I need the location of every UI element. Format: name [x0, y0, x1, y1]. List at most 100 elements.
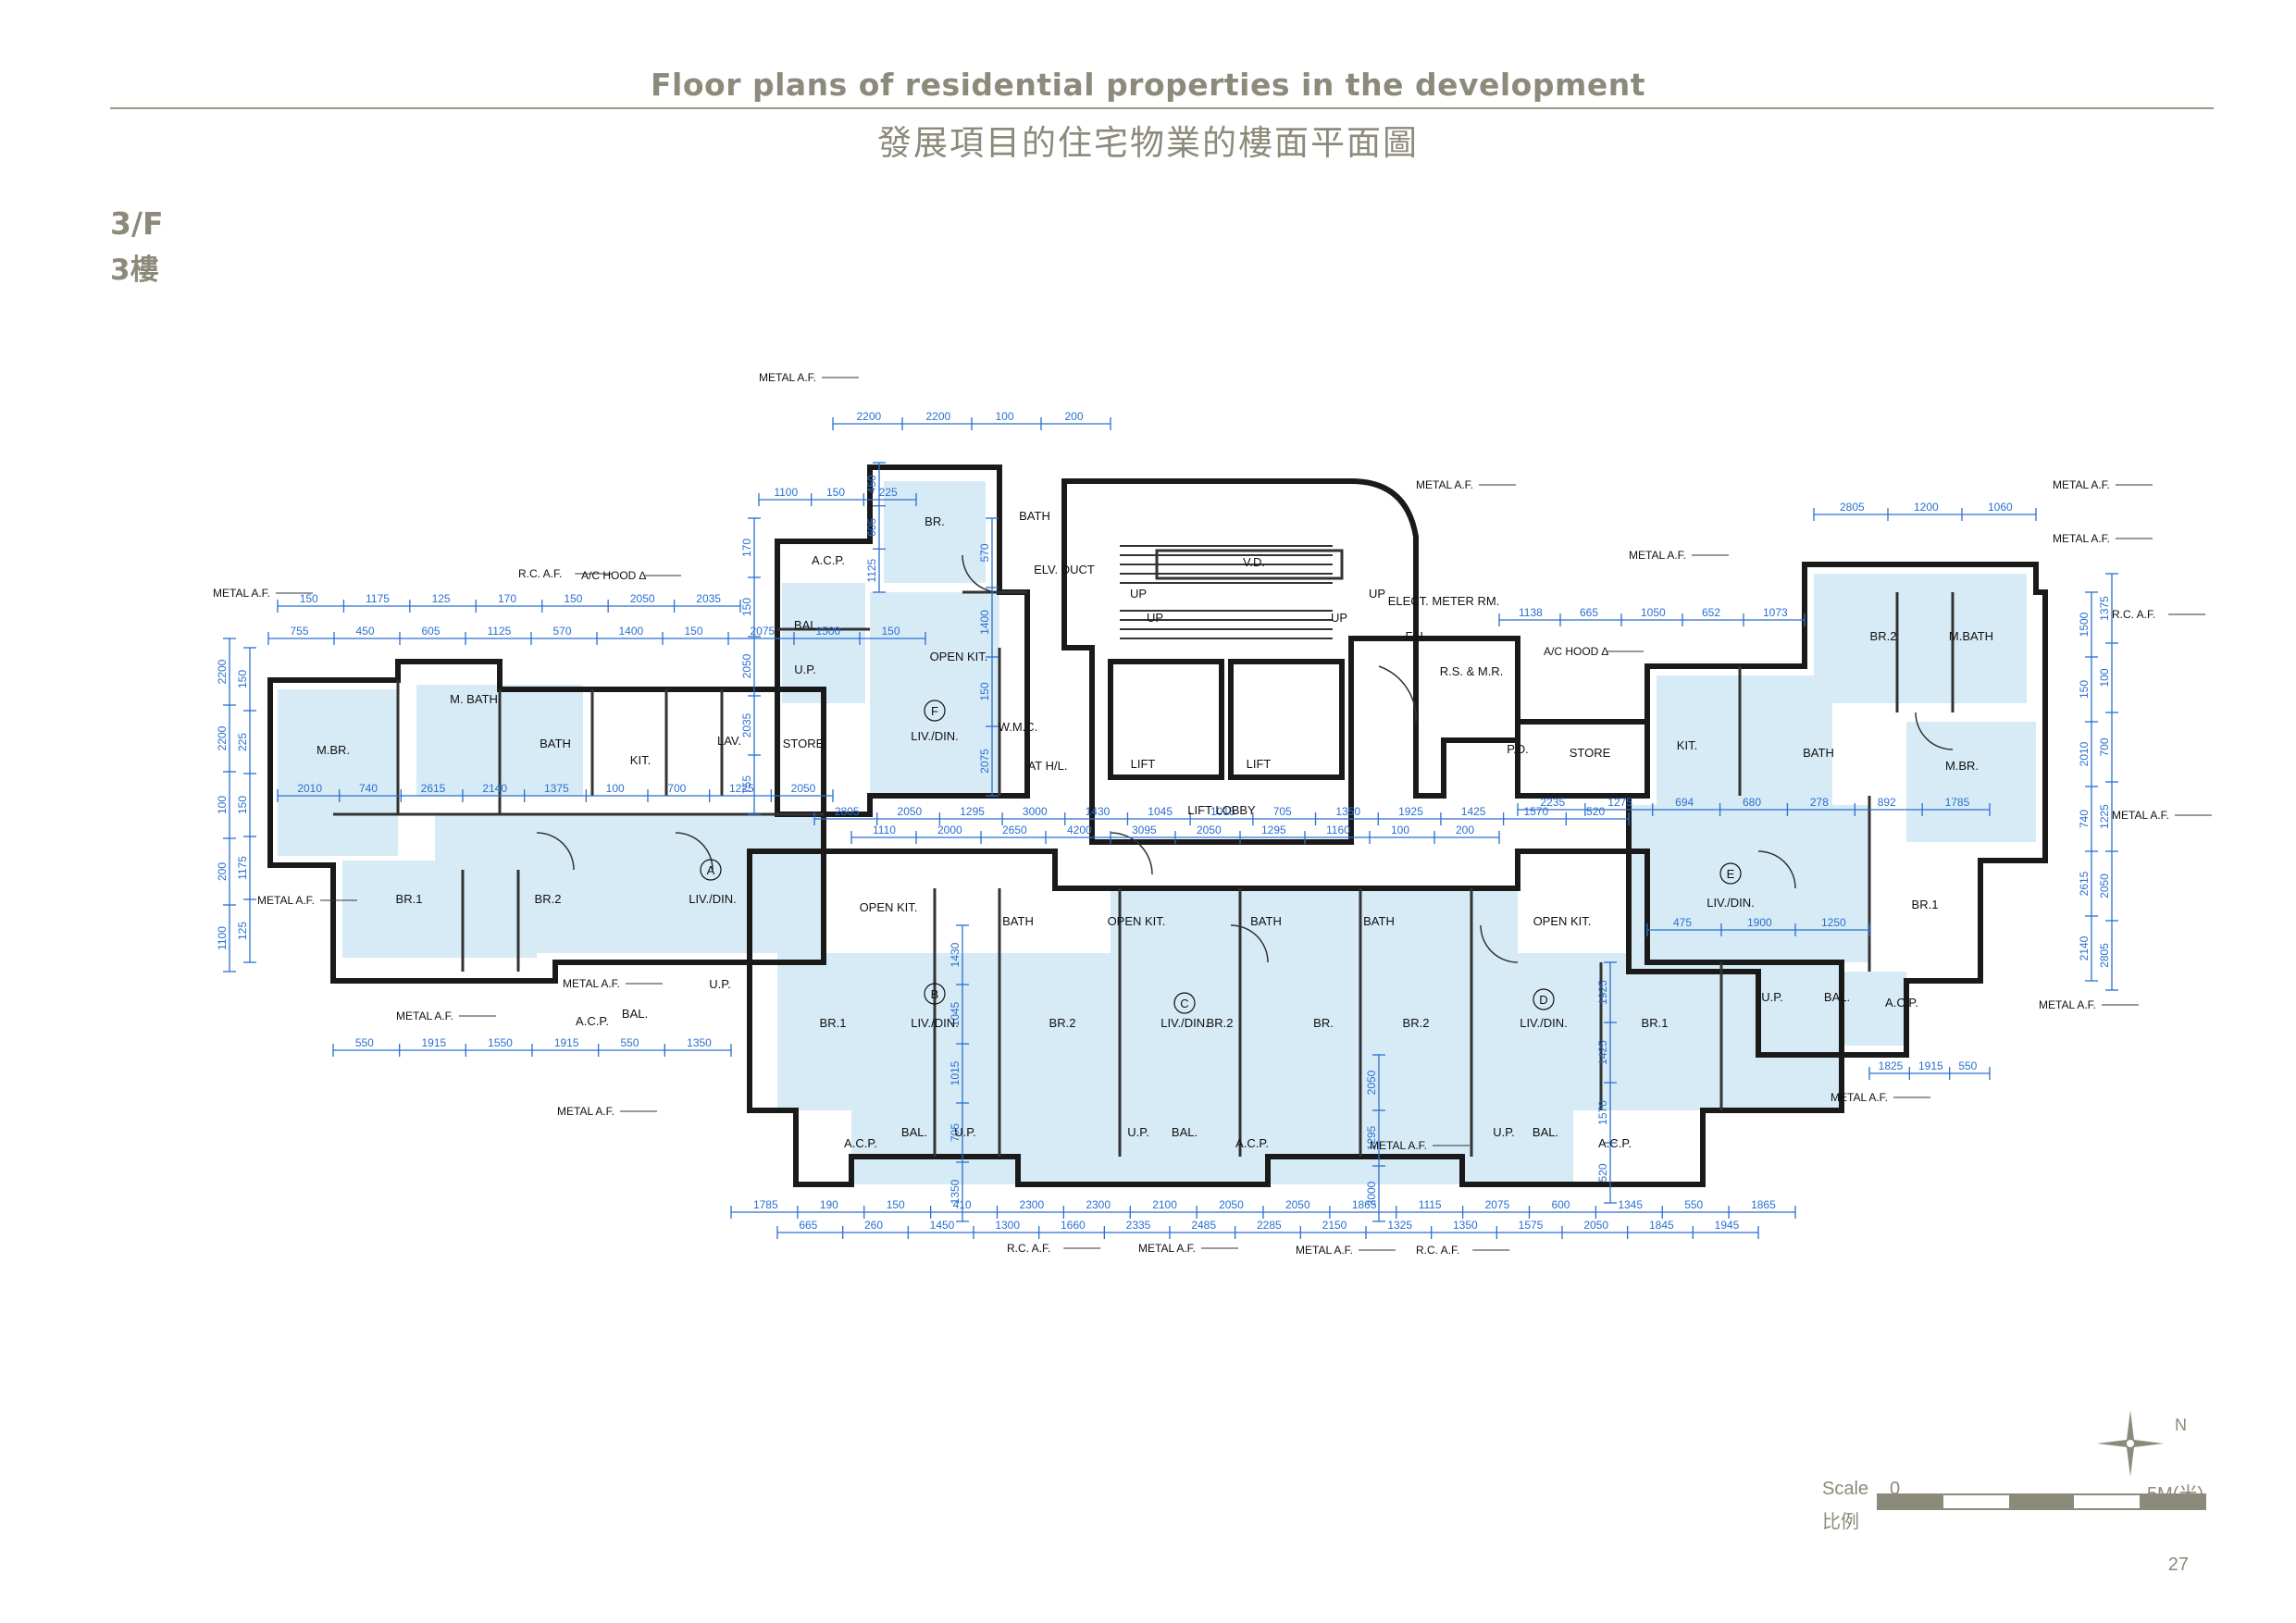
room-label-a-2: BATH [540, 737, 571, 750]
dim-label-156: 1925 [1596, 980, 1609, 1005]
dim-label-128: 755 [740, 775, 753, 794]
annotation-3: METAL A.F. [563, 977, 620, 990]
unit-marker-circle-d [1533, 988, 1555, 1010]
room-label-b-0: OPEN KIT. [860, 900, 918, 914]
annotation-14: METAL A.F. [1296, 1244, 1353, 1257]
room-label-e-6: KIT. [1677, 738, 1697, 752]
room-label-e-7: STORE [1570, 746, 1611, 760]
dim-label-143: 100 [2098, 668, 2111, 687]
north-label: N [2175, 1416, 2187, 1434]
floor-label-en: 3/F [110, 205, 164, 242]
room-label-c-4: BATH [1250, 914, 1282, 928]
dim-label-93: 2335 [1126, 1219, 1151, 1232]
dim-label-119: 150 [236, 670, 249, 688]
dim-label-130: 605 [865, 518, 878, 537]
room-label-e-2: M.BATH [1949, 629, 1993, 643]
dim-label-15: 450 [356, 625, 375, 638]
room-fills [278, 481, 2036, 1184]
room-label-a-11: U.P. [709, 977, 731, 991]
room-fill-bals [851, 1110, 1573, 1184]
dim-label-36: 3000 [1023, 805, 1048, 818]
unit-marker-circle-a [700, 859, 722, 881]
dim-label-46: 1110 [873, 824, 896, 836]
dim-label-147: 2805 [2098, 943, 2111, 968]
dim-label-122: 1175 [236, 856, 249, 880]
room-label-c-6: A.C.P. [1235, 1136, 1269, 1150]
room-label-f-6: U.P. [794, 663, 816, 676]
room-label-b-6: A.C.P. [844, 1136, 877, 1150]
room-label-a-5: STORE [783, 737, 825, 750]
room-label-d-3: BR.2 [1403, 1016, 1430, 1030]
room-label-d-5: BAL. [1533, 1125, 1558, 1139]
dim-label-95: 2285 [1257, 1219, 1282, 1232]
room-label-e-10: U.P. [1761, 990, 1783, 1004]
dim-label-77: 2300 [1086, 1198, 1111, 1211]
dim-label-140: 2615 [2078, 871, 2091, 896]
dim-label-150: 3000 [1365, 1181, 1378, 1206]
dim-label-103: 2805 [1840, 501, 1865, 514]
dim-label-7: 150 [300, 592, 318, 605]
dim-label-117: 200 [216, 862, 229, 881]
dim-label-40: 705 [1273, 805, 1292, 818]
room-fill-e-br [1814, 574, 2027, 703]
dim-label-5: 150 [826, 486, 845, 499]
dim-label-107: 665 [1580, 606, 1598, 619]
dim-label-68: 1350 [687, 1036, 712, 1049]
dim-label-121: 150 [236, 796, 249, 814]
unit-marker-c: C [1180, 997, 1188, 1010]
wall-lift-2 [1228, 659, 1345, 780]
room-label-a-9: BAL. [622, 1007, 648, 1021]
dim-label-75: 410 [953, 1198, 972, 1211]
dim-label-43: 1425 [1461, 805, 1486, 818]
dim-label-79: 2050 [1219, 1198, 1244, 1211]
dim-label-39: 1015 [1210, 805, 1235, 818]
unit-marker-a: A [707, 863, 715, 877]
room-label-c-3: BR.2 [1207, 1016, 1234, 1030]
dim-label-148: 2050 [1365, 1070, 1378, 1095]
annotation-labels: METAL A.F.METAL A.F.METAL A.F.METAL A.F.… [213, 371, 2212, 1257]
room-label-a-6: BR.1 [396, 892, 423, 906]
dim-label-24: 2010 [297, 782, 322, 795]
dim-label-63: 550 [355, 1036, 374, 1049]
annotation-17: R.C. A.F. [1416, 1244, 1459, 1257]
dim-label-42: 1925 [1398, 805, 1423, 818]
dim-label-90: 1450 [930, 1219, 955, 1232]
dim-label-84: 600 [1551, 1198, 1570, 1211]
room-fill-f-br [884, 481, 986, 583]
wall-unit-a [267, 659, 826, 984]
dim-label-118: 1100 [216, 926, 229, 950]
room-label-d-2: BR.1 [1642, 1016, 1669, 1030]
interior-walls [333, 545, 1955, 1157]
dim-label-112: 1900 [1747, 916, 1772, 929]
dim-label-135: 2075 [978, 749, 991, 774]
dim-label-61: 892 [1878, 796, 1896, 809]
annotation-16: R.C. A.F. [518, 567, 562, 580]
room-label-a-0: M.BR. [316, 743, 350, 757]
dim-label-8: 1175 [366, 592, 390, 605]
dim-label-69: 1825 [1879, 1059, 1904, 1072]
dim-label-94: 2485 [1191, 1219, 1216, 1232]
north-compass-icon [2093, 1406, 2167, 1485]
room-fill-e-mbr [1906, 722, 2036, 842]
room-label-c-0: OPEN KIT. [1108, 914, 1166, 928]
wall-core [1061, 478, 1419, 845]
unit-marker-f: F [931, 704, 938, 718]
dimension-lines [223, 417, 2118, 1239]
dim-label-133: 1400 [978, 610, 991, 635]
room-label-f-4: BAL. [794, 618, 820, 632]
room-fill-a-br [342, 861, 537, 958]
core-label-1: LIFT [1247, 757, 1272, 771]
dim-label-49: 4200 [1067, 824, 1092, 836]
dim-label-23: 150 [882, 625, 900, 638]
dim-label-152: 1045 [949, 1001, 962, 1026]
dim-label-145: 1225 [2098, 804, 2111, 829]
annotation-1: METAL A.F. [213, 587, 270, 600]
dim-label-108: 1050 [1641, 606, 1666, 619]
core-label-3: V.D. [1243, 555, 1265, 569]
dim-label-44: 1570 [1523, 805, 1548, 818]
dim-label-89: 260 [864, 1219, 883, 1232]
dim-label-72: 1785 [753, 1198, 778, 1211]
